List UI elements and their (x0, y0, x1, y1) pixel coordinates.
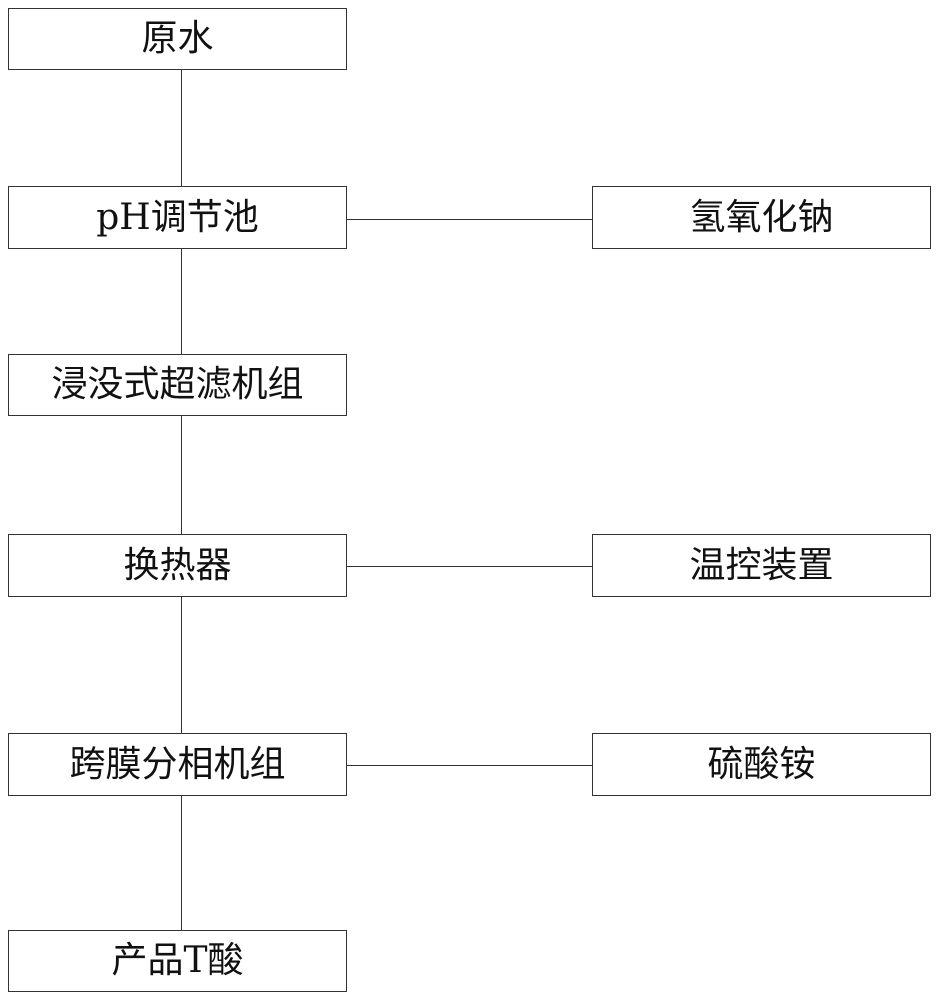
connector-ph-to-sodium-hydroxide (347, 219, 592, 220)
node-label: 硫酸铵 (707, 743, 816, 785)
connector-heat-exchanger-to-temp-control (347, 566, 592, 567)
node-label: 产品T酸 (111, 940, 244, 981)
node-temp-control: 温控装置 (592, 534, 931, 597)
connector-transmembrane-to-product (181, 796, 182, 930)
node-label: 跨膜分相机组 (69, 743, 286, 785)
connector-raw-to-ph (181, 70, 182, 186)
node-raw-water: 原水 (8, 8, 347, 70)
node-label: 氢氧化钠 (689, 196, 834, 238)
node-label: pH调节池 (96, 196, 259, 238)
node-label: 温控装置 (689, 544, 834, 586)
node-ultrafiltration: 浸没式超滤机组 (8, 354, 347, 416)
node-label: 原水 (141, 18, 214, 59)
node-label: 换热器 (123, 544, 232, 586)
connector-ph-to-ultrafiltration (181, 249, 182, 354)
node-product: 产品T酸 (8, 930, 347, 992)
node-ph-tank: pH调节池 (8, 186, 347, 249)
node-ammonium-sulfate: 硫酸铵 (592, 733, 931, 796)
connector-heat-exchanger-to-transmembrane (181, 597, 182, 733)
connector-transmembrane-to-ammonium-sulfate (347, 765, 592, 766)
node-sodium-hydroxide: 氢氧化钠 (592, 186, 931, 249)
node-transmembrane: 跨膜分相机组 (8, 733, 347, 796)
connector-ultrafiltration-to-heat-exchanger (181, 416, 182, 534)
node-heat-exchanger: 换热器 (8, 534, 347, 597)
node-label: 浸没式超滤机组 (51, 364, 304, 405)
